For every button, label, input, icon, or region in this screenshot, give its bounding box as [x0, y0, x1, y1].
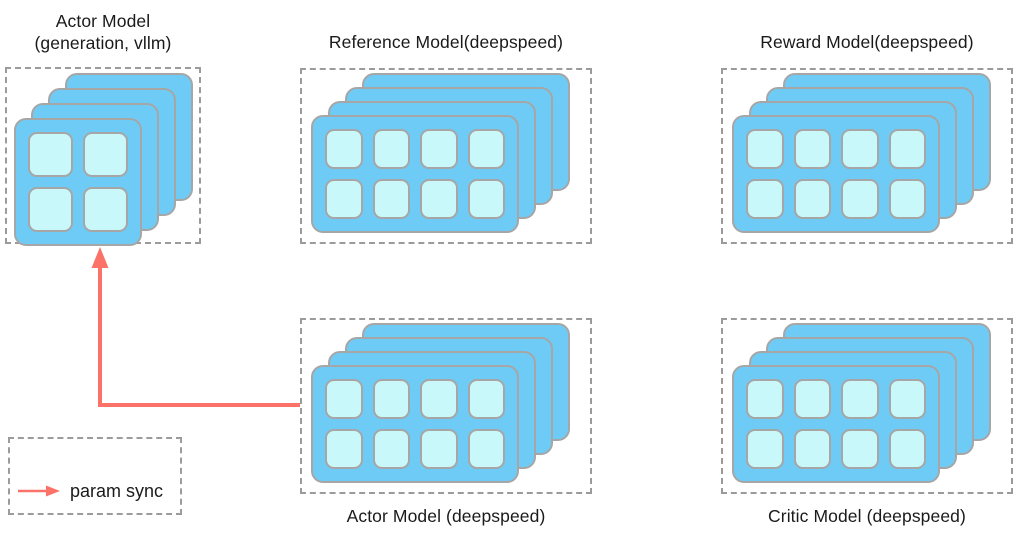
chip: [841, 179, 879, 219]
param-sync-arrow-line: [98, 266, 300, 407]
group-box-actor-vllm: [5, 67, 201, 246]
chip: [793, 429, 831, 469]
chip: [746, 179, 784, 219]
chip: [83, 132, 128, 177]
param-sync-legend-arrow-icon: [18, 485, 60, 497]
chip: [793, 379, 831, 419]
chip: [888, 129, 926, 169]
chip: [467, 179, 505, 219]
card-front: [311, 365, 519, 483]
chip: [746, 379, 784, 419]
card-deck-actor-vllm: [7, 69, 199, 246]
chip: [28, 187, 73, 232]
chip: [841, 379, 879, 419]
card-front: [732, 115, 940, 233]
chip: [420, 129, 458, 169]
chip: [28, 132, 73, 177]
legend-box: param sync: [8, 437, 182, 515]
card-deck-reference: [302, 70, 590, 242]
card-deck-critic: [723, 320, 1011, 492]
group-caption-actor-vllm: Actor Model (generation, vllm): [34, 11, 172, 53]
chip: [420, 429, 458, 469]
chip: [888, 179, 926, 219]
group-caption-reference: Reference Model(deepspeed): [328, 32, 564, 52]
chip: [888, 379, 926, 419]
chip: [372, 179, 410, 219]
chip: [325, 129, 363, 169]
chip: [793, 129, 831, 169]
param-sync-arrow-head: [91, 247, 109, 268]
group-caption-reward: Reward Model(deepspeed): [760, 32, 974, 52]
chip: [325, 429, 363, 469]
chip: [420, 379, 458, 419]
group-caption-critic: Critic Model (deepspeed): [768, 506, 966, 526]
group-caption-actor-deepspeed: Actor Model (deepspeed): [346, 506, 546, 526]
card-front: [14, 118, 142, 246]
chip: [372, 429, 410, 469]
chip: [83, 187, 128, 232]
chip: [841, 429, 879, 469]
chip: [467, 429, 505, 469]
chip: [793, 179, 831, 219]
card-deck-reward: [723, 70, 1011, 242]
chip: [746, 429, 784, 469]
legend-label: param sync: [70, 481, 164, 501]
group-box-actor-deepspeed: [300, 318, 592, 494]
chip: [746, 129, 784, 169]
card-front: [311, 115, 519, 233]
card-deck-actor-deepspeed: [302, 320, 590, 492]
chip: [841, 129, 879, 169]
chip: [372, 129, 410, 169]
chip: [325, 179, 363, 219]
group-box-critic: [721, 318, 1013, 494]
chip: [372, 379, 410, 419]
chip: [888, 429, 926, 469]
card-front: [732, 365, 940, 483]
chip: [420, 179, 458, 219]
chip: [325, 379, 363, 419]
group-box-reference: [300, 68, 592, 244]
legend-row: param sync: [18, 481, 163, 501]
chip: [467, 129, 505, 169]
chip: [467, 379, 505, 419]
group-box-reward: [721, 68, 1013, 244]
